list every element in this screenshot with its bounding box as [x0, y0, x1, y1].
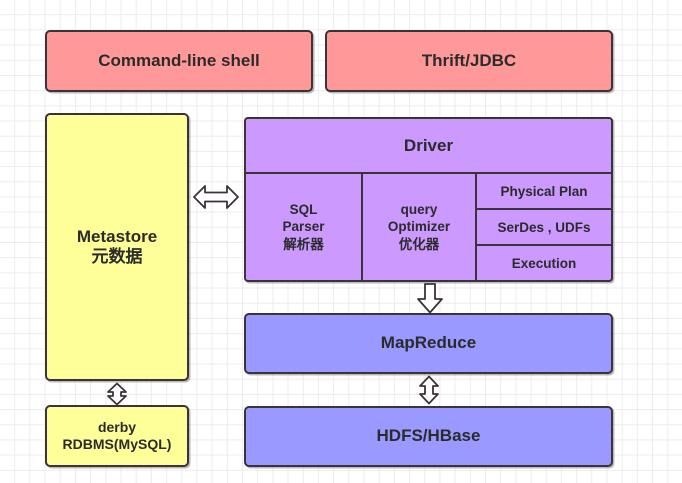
driver-query-optimizer[interactable]: query Optimizer 优化器 [363, 174, 477, 280]
driver-components: SQL Parser 解析器 query Optimizer 优化器 Physi… [246, 174, 611, 280]
metastore-label-zh: 元数据 [91, 247, 143, 266]
derby-label: derby [97, 419, 137, 436]
metastore-driver-arrow-icon [192, 182, 240, 212]
driver-title: Driver [246, 119, 611, 174]
driver-mapreduce-arrow-icon [415, 283, 445, 314]
sql-parser-line1: SQL [289, 202, 318, 218]
mapreduce-hdfs-arrow-icon [416, 375, 442, 405]
metastore-label-en: Metastore [76, 226, 158, 246]
query-optimizer-line3: 优化器 [398, 236, 440, 252]
sql-parser-line3: 解析器 [283, 236, 324, 252]
driver-serdes-udfs[interactable]: SerDes , UDFs [477, 208, 611, 244]
node-thrift-jdbc[interactable]: Thrift/JDBC [325, 30, 613, 92]
driver-execution[interactable]: Execution [477, 244, 611, 280]
query-optimizer-line1: query [400, 202, 438, 218]
driver-sql-parser[interactable]: SQL Parser 解析器 [246, 174, 363, 280]
query-optimizer-line2: Optimizer [387, 219, 451, 235]
rdbms-label: RDBMS(MySQL) [62, 436, 172, 452]
node-mapreduce[interactable]: MapReduce [244, 313, 613, 374]
node-command-line-shell[interactable]: Command-line shell [45, 30, 313, 92]
driver-execution-stack: Physical Plan SerDes , UDFs Execution [477, 174, 611, 280]
sql-parser-line2: Parser [282, 219, 325, 235]
node-hdfs-hbase[interactable]: HDFS/HBase [244, 406, 613, 467]
driver-physical-plan[interactable]: Physical Plan [500, 183, 588, 199]
metastore-rdbms-arrow-icon [104, 382, 130, 406]
node-derby-rdbms[interactable]: derby RDBMS(MySQL) [45, 405, 189, 467]
node-driver[interactable]: Driver SQL Parser 解析器 query Optimizer 优化… [244, 117, 613, 282]
node-metastore[interactable]: Metastore 元数据 [45, 113, 189, 381]
